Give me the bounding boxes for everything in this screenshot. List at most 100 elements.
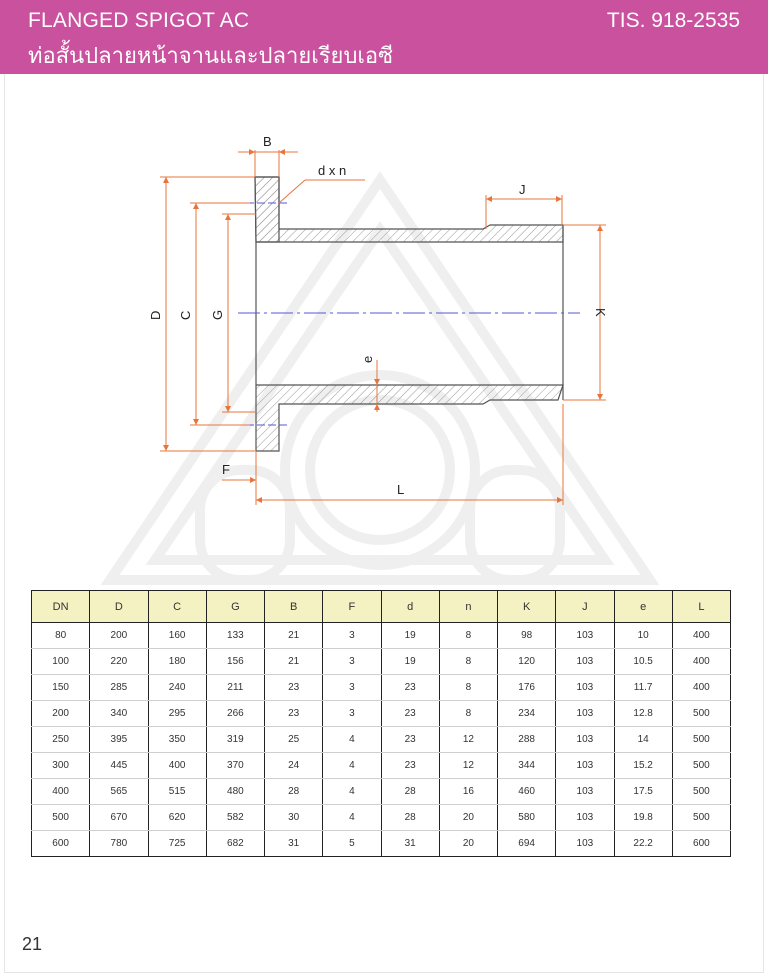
table-cell: 150 [30, 674, 91, 701]
table-cell: 620 [147, 804, 207, 831]
table-cell: 3 [322, 700, 382, 727]
table-cell: 103 [555, 622, 615, 649]
pipe-bottom-wall [255, 384, 564, 452]
table-cell: 350 [147, 726, 207, 753]
table-cell: 400 [671, 674, 732, 701]
table-cell: 103 [555, 648, 615, 675]
table-cell: 694 [496, 830, 557, 857]
table-cell: 28 [380, 804, 440, 831]
table-cell: 400 [30, 778, 91, 805]
table-cell: 19 [380, 648, 440, 675]
table-cell: 19 [380, 622, 440, 649]
table-cell: 780 [89, 830, 149, 857]
table-cell: 500 [671, 752, 732, 779]
table-cell: 8 [438, 622, 499, 649]
table-cell: 285 [89, 674, 149, 701]
table-cell: 725 [147, 830, 207, 857]
table-cell: 3 [322, 674, 382, 701]
table-cell: 580 [496, 804, 557, 831]
table-cell: 28 [380, 778, 440, 805]
table-cell: 500 [671, 804, 732, 831]
label-l: L [397, 482, 404, 497]
col-header: K [496, 590, 557, 623]
table-cell: 103 [555, 778, 615, 805]
table-cell: 582 [205, 804, 266, 831]
table-cell: 12 [438, 726, 499, 753]
table-cell: 16 [438, 778, 499, 805]
table-cell: 80 [30, 622, 91, 649]
table-cell: 445 [89, 752, 149, 779]
page-header: FLANGED SPIGOT AC ท่อสั้นปลายหน้าจานและป… [0, 0, 768, 74]
table-cell: 288 [496, 726, 557, 753]
table-cell: 17.5 [613, 778, 673, 805]
table-cell: 319 [205, 726, 266, 753]
table-cell: 8 [438, 648, 499, 675]
table-cell: 12 [438, 752, 499, 779]
table-cell: 340 [89, 700, 149, 727]
table-cell: 160 [147, 622, 207, 649]
label-j: J [519, 182, 526, 197]
label-d: D [148, 311, 163, 320]
table-cell: 28 [263, 778, 324, 805]
table-cell: 395 [89, 726, 149, 753]
table-cell: 15.2 [613, 752, 673, 779]
table-cell: 22.2 [613, 830, 673, 857]
col-header: n [438, 590, 499, 623]
pipe-top-wall [254, 176, 564, 243]
table-cell: 220 [89, 648, 149, 675]
table-cell: 100 [30, 648, 91, 675]
col-header: C [147, 590, 207, 623]
table-cell: 600 [30, 830, 91, 857]
flanged-spigot-drawing: B d x n J D C G K e F L [148, 134, 608, 505]
table-cell: 600 [671, 830, 732, 857]
table-cell: 23 [380, 752, 440, 779]
table-cell: 515 [147, 778, 207, 805]
table-cell: 240 [147, 674, 207, 701]
table-cell: 23 [380, 674, 440, 701]
table-cell: 400 [671, 622, 732, 649]
label-k: K [593, 308, 608, 317]
table-cell: 400 [671, 648, 732, 675]
table-cell: 103 [555, 752, 615, 779]
col-header: L [671, 590, 732, 623]
table-header-row: DN D C G B F d n K J e L [30, 590, 732, 623]
table-cell: 500 [671, 700, 732, 727]
label-g: G [210, 310, 225, 320]
table-cell: 670 [89, 804, 149, 831]
table-cell: 8 [438, 674, 499, 701]
table-cell: 10 [613, 622, 673, 649]
table-cell: 20 [438, 804, 499, 831]
col-header: B [263, 590, 324, 623]
table-cell: 30 [263, 804, 324, 831]
table-cell: 565 [89, 778, 149, 805]
table-cell: 23 [263, 674, 324, 701]
table-cell: 4 [322, 726, 382, 753]
label-b: B [263, 134, 272, 149]
col-header: F [322, 590, 382, 623]
table-cell: 3 [322, 622, 382, 649]
table-cell: 156 [205, 648, 266, 675]
col-header: d [380, 590, 440, 623]
table-cell: 344 [496, 752, 557, 779]
table-cell: 500 [671, 726, 732, 753]
col-header: J [555, 590, 615, 623]
table-cell: 23 [380, 726, 440, 753]
table-cell: 21 [263, 622, 324, 649]
table-cell: 300 [30, 752, 91, 779]
table-cell: 200 [89, 622, 149, 649]
table-cell: 400 [147, 752, 207, 779]
table-cell: 4 [322, 752, 382, 779]
product-title: FLANGED SPIGOT AC [28, 9, 250, 32]
table-cell: 211 [205, 674, 266, 701]
table-cell: 4 [322, 804, 382, 831]
table-cell: 10.5 [613, 648, 673, 675]
table-cell: 234 [496, 700, 557, 727]
table-cell: 133 [205, 622, 266, 649]
